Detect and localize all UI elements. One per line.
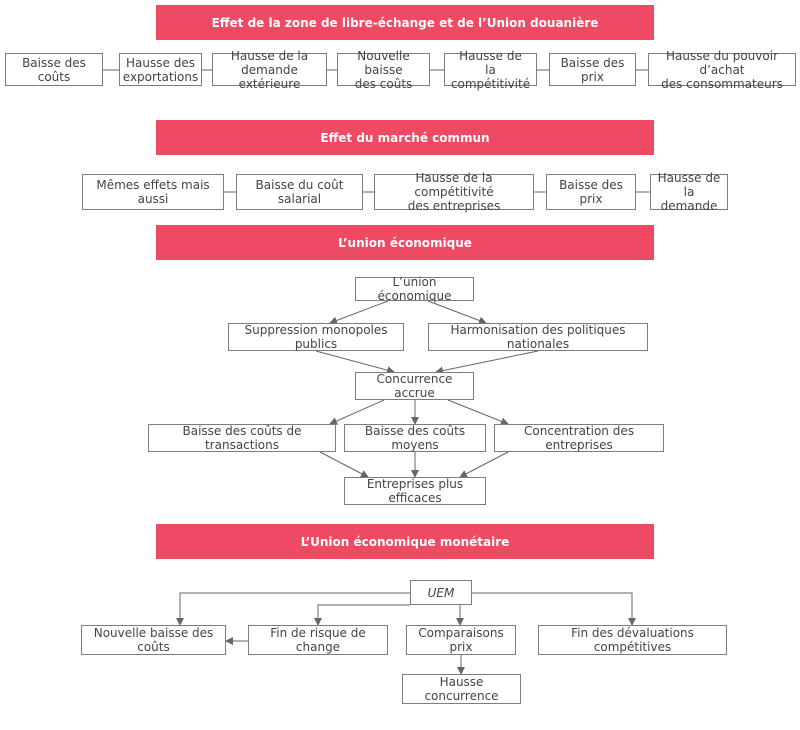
s3-node-efficient-firms: Entreprises plus efficaces <box>344 477 486 505</box>
s4-node-competition-rise: Hausse concurrence <box>402 674 521 704</box>
s4-node-price-comparison: Comparaisons prix <box>406 625 516 655</box>
s2-node-firm-competitiveness: Hausse de la compétitivité des entrepris… <box>374 171 534 213</box>
section-title-common-market: Effet du marché commun <box>156 120 654 155</box>
section-title-free-trade: Effet de la zone de libre-échange et de … <box>156 5 654 40</box>
s4-node-uem: UEM <box>410 580 472 605</box>
s2-node-wage-cost: Baisse du coût salarial <box>236 174 363 210</box>
s1-node-cost-drop: Baisse des coûts <box>5 53 103 86</box>
arrow-mid-c1 <box>329 399 385 425</box>
s3-node-concentration: Concentration des entreprises <box>494 424 664 452</box>
arrow-uem-a <box>176 592 410 626</box>
s3-node-economic-union: L’union économique <box>355 275 474 303</box>
s2-node-demand: Hausse de la demande <box>650 171 728 213</box>
s1-node-purchasing-power: Hausse du pouvoir d’achat des consommate… <box>648 49 796 91</box>
arrow-right-mid <box>435 350 539 375</box>
arrow-mid-c3 <box>447 399 509 426</box>
s1-node-external-demand: Hausse de la demande extérieure <box>212 49 327 91</box>
s3-node-policy-harmonisation: Harmonisation des politiques nationales <box>428 323 648 351</box>
s4-node-devaluations: Fin des dévaluations compétitives <box>538 625 727 655</box>
arrow-uem-b <box>314 604 410 626</box>
section-title-economic-union: L’union économique <box>156 225 654 260</box>
section-title-monetary-union: L’Union économique monétaire <box>156 524 654 559</box>
arrow-c1-result <box>319 451 369 478</box>
s1-node-exports: Hausse des exportations <box>119 53 202 86</box>
s3-node-monopoly-removal: Suppression monopoles publics <box>228 323 404 351</box>
arrow-root-right <box>427 300 487 325</box>
s3-node-competition: Concurrence accrue <box>355 372 474 400</box>
s1-node-price-drop: Baisse des prix <box>549 53 636 86</box>
s2-node-price-drop: Baisse des prix <box>546 174 636 210</box>
arrow-c3-result <box>459 451 509 478</box>
s4-node-exchange-risk: Fin de risque de change <box>248 625 388 655</box>
arrow-uem-d <box>472 592 636 626</box>
s1-node-competitiveness: Hausse de la compétitivité <box>444 49 537 91</box>
arrow-left-mid <box>315 350 395 375</box>
s4-node-new-cost-drop: Nouvelle baisse des coûts <box>81 625 226 655</box>
s3-node-average-costs: Baisse des coûts moyens <box>344 424 486 452</box>
s3-node-transaction-costs: Baisse des coûts de transactions <box>148 424 336 452</box>
arrow-root-left <box>329 300 389 325</box>
s2-node-same-effects: Mêmes effets mais aussi <box>82 174 224 210</box>
s1-node-new-cost-drop: Nouvelle baisse des coûts <box>337 49 430 91</box>
